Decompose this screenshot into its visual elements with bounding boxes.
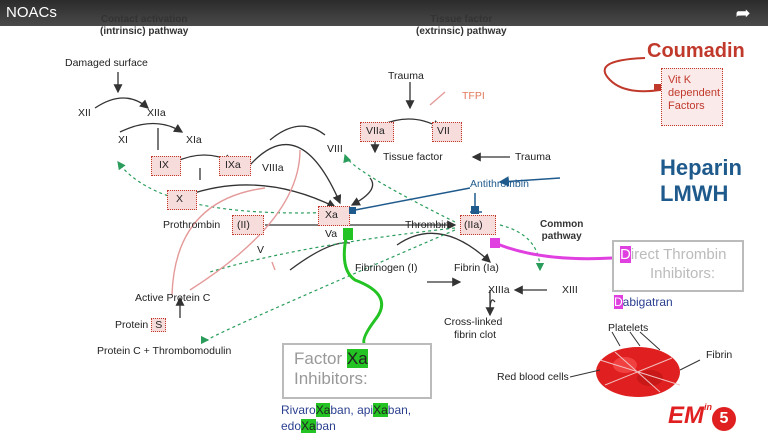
- tissue-factor-label: Tissue factor: [383, 151, 443, 163]
- prothrombin-number: (II): [237, 219, 250, 231]
- protein-s-box: S: [151, 318, 167, 332]
- thrombin-label: Thrombin: [405, 219, 450, 231]
- trauma-right: Trauma: [515, 151, 551, 163]
- thrombin-box: [460, 215, 496, 235]
- factor-xa-box: [318, 206, 350, 226]
- fxa-highlight: Xa: [346, 349, 368, 368]
- fibrin-label: Fibrin (Ia): [454, 262, 499, 274]
- factor-vii: VII: [437, 125, 450, 137]
- fxa-line-1: Factor: [294, 349, 347, 368]
- intrinsic-header: Contact activation (intrinsic) pathway: [100, 14, 189, 37]
- factor-v: V: [257, 244, 265, 256]
- antithrombin-thrombin-marker: [471, 206, 479, 214]
- fibrinogen-label: Fibrinogen (I): [355, 262, 418, 274]
- factor-x-box: [167, 190, 197, 210]
- coumadin-line-2: dependent: [668, 87, 720, 99]
- fxa-target-marker: [343, 228, 353, 240]
- coumadin-title: Coumadin: [647, 40, 745, 62]
- protein-s-label: Protein S: [115, 318, 167, 332]
- factor-ix: IX: [159, 159, 169, 171]
- fxa-line-2: Inhibitors:: [294, 369, 368, 388]
- factor-xia: XIa: [186, 134, 202, 146]
- dti-highlight: D: [620, 246, 631, 263]
- common-header: Common pathway: [540, 219, 584, 242]
- factor-ixa: IXa: [225, 159, 241, 171]
- factor-xii: XII: [78, 107, 91, 119]
- thrombin-number: (IIa): [464, 219, 483, 231]
- lmwh-label: LMWH: [660, 181, 729, 206]
- dabigatran-label: Dabigatran: [614, 295, 673, 309]
- fxa-drug-list: RivaroXaban, apiXaban, edoXaban: [281, 403, 412, 433]
- fibrin-illustration-label: Fibrin: [706, 349, 733, 361]
- dti-line-1: irect Thrombin: [630, 246, 727, 263]
- video-title: NOACs: [6, 4, 57, 21]
- antithrombin-xa-marker: [349, 207, 356, 214]
- dti-target-marker: [490, 238, 500, 248]
- antithrombin-label: Antithrombin: [470, 178, 529, 190]
- dti-box: Direct Thrombin Inhibitors:: [612, 240, 744, 292]
- coumadin-box: Vit K dependent Factors: [661, 68, 723, 126]
- factor-viia: VIIa: [366, 125, 385, 137]
- factor-viia-box: [360, 122, 394, 142]
- factor-va: Va: [325, 228, 338, 240]
- dti-line-2: Inhibitors:: [650, 265, 716, 282]
- em-in-5-logo: EMin5: [668, 402, 736, 431]
- crosslinked-label: Cross-linked: [444, 316, 503, 328]
- factor-ix-box: [151, 156, 181, 176]
- share-arrow-icon[interactable]: ➦: [735, 3, 751, 23]
- coumadin-marker: [654, 84, 661, 91]
- coumadin-line-1: Vit K: [668, 74, 692, 86]
- damaged-surface-label: Damaged surface: [65, 57, 148, 69]
- tfpi-label: TFPI: [462, 90, 485, 102]
- factor-xa: Xa: [325, 209, 338, 221]
- coumadin-line-3: Factors: [668, 100, 705, 112]
- factor-viiia: VIIIa: [262, 162, 284, 174]
- fxa-inhibitor-box: Factor Xa Inhibitors:: [282, 343, 432, 399]
- heparin-title: Heparin LMWH: [660, 155, 742, 207]
- heparin-label: Heparin: [660, 155, 742, 180]
- active-protein-c-label: Active Protein C: [135, 292, 211, 304]
- factor-ixa-box: [219, 156, 251, 176]
- factor-x: X: [176, 193, 184, 205]
- fibrin-clot-label: fibrin clot: [454, 329, 497, 341]
- prothrombin-box: [232, 215, 264, 235]
- prothrombin-label: Prothrombin: [163, 219, 221, 231]
- trauma-top: Trauma: [388, 70, 424, 82]
- factor-vii-box: [432, 122, 462, 142]
- factor-xiia: XIIa: [147, 107, 166, 119]
- extrinsic-header: Tissue factor (extrinsic) pathway: [416, 14, 507, 37]
- platelets-label: Platelets: [608, 322, 649, 334]
- video-title-bar: NOACs ➦: [0, 0, 768, 26]
- factor-xiiia: XIIIa: [488, 284, 510, 296]
- rbc-label: Red blood cells: [497, 371, 569, 383]
- factor-xi: XI: [118, 134, 128, 146]
- factor-viii: VIII: [327, 143, 343, 155]
- factor-xiii: XIII: [562, 284, 578, 296]
- protein-c-thrombomodulin-label: Protein C + Thrombomodulin: [97, 345, 232, 357]
